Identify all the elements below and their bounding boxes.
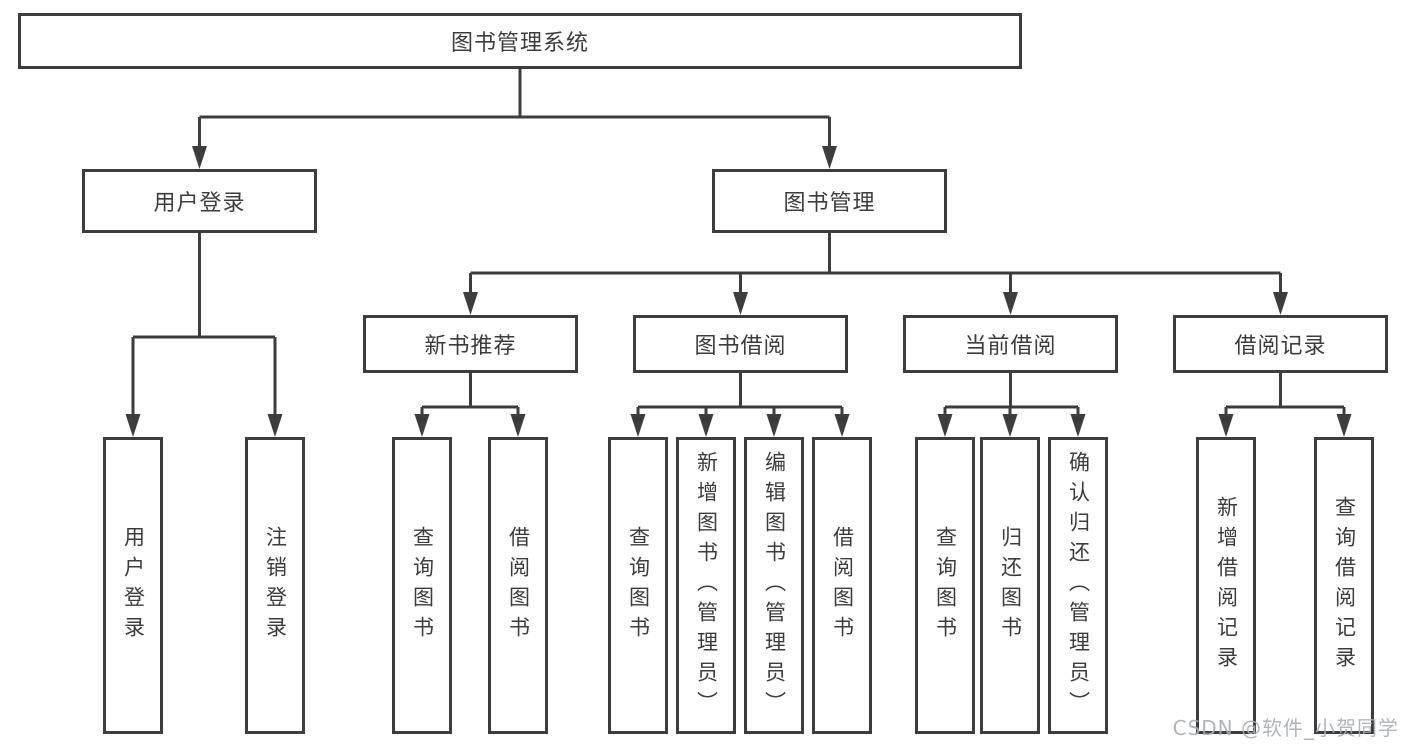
node-label: 归还图书 [998,525,1023,646]
node-label: 图书管理 [783,191,876,216]
node-label: 用户登录 [153,191,246,216]
node-label: 注销登录 [263,525,288,646]
leaf-borrow-books-recommend: 借阅图书 [488,437,548,734]
leaf-add-borrow-record: 新增借阅记录 [1196,437,1256,734]
node-label: 查询借阅记录 [1332,495,1357,676]
node-user-login: 用户登录 [82,169,317,233]
node-borrowing-records: 借阅记录 [1173,315,1388,373]
node-library-management-system: 图书管理系统 [18,13,1022,69]
node-label: 查询图书 [626,525,651,646]
node-label: 新增借阅记录 [1214,495,1239,676]
leaf-borrow-books: 借阅图书 [812,437,872,734]
node-new-book-recommendation: 新书推荐 [363,315,578,373]
node-label: 新书推荐 [424,334,517,359]
leaf-edit-books-admin: 编辑图书（管理员） [744,437,804,734]
node-label: 确认归还（管理员） [1066,450,1091,721]
node-label: 图书管理系统 [450,31,589,56]
leaf-logout: 注销登录 [245,437,305,734]
node-label: 借阅图书 [506,525,531,646]
node-label: 当前借阅 [964,334,1057,359]
node-label: 借阅记录 [1234,334,1327,359]
node-label: 图书借阅 [694,334,787,359]
leaf-query-books-current: 查询图书 [915,437,975,734]
node-label: 新增图书（管理员） [694,450,719,721]
leaf-return-books: 归还图书 [980,437,1040,734]
node-label: 查询图书 [410,525,435,646]
node-current-borrowing: 当前借阅 [903,315,1118,373]
leaf-add-books-admin: 新增图书（管理员） [676,437,736,734]
leaf-user-login: 用户登录 [103,437,163,734]
leaf-confirm-return-admin: 确认归还（管理员） [1048,437,1108,734]
leaf-query-borrow-record: 查询借阅记录 [1314,437,1374,734]
node-label: 编辑图书（管理员） [762,450,787,721]
leaf-query-books-borrow: 查询图书 [608,437,668,734]
node-book-borrowing: 图书借阅 [633,315,848,373]
node-label: 查询图书 [933,525,958,646]
node-label: 借阅图书 [830,525,855,646]
node-book-management: 图书管理 [712,169,947,233]
leaf-query-books-recommend: 查询图书 [392,437,452,734]
node-label: 用户登录 [121,525,146,646]
